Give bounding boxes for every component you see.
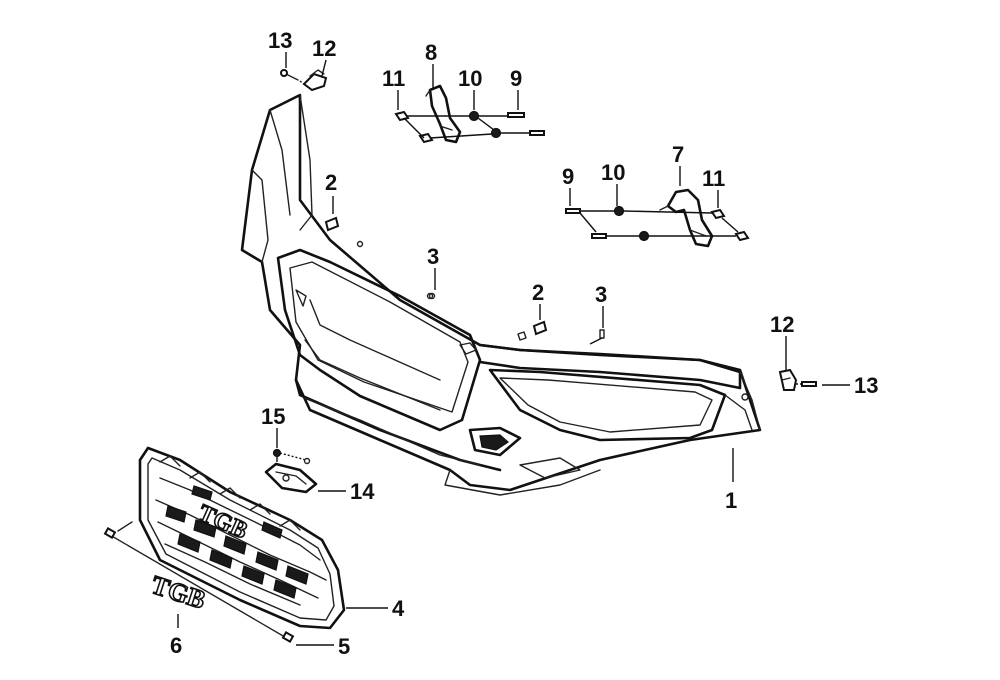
bracket-part-7 <box>659 188 714 248</box>
screw-part-15 <box>272 448 311 465</box>
callout-3-upper: 3 <box>427 244 439 269</box>
screw-part-3-mid <box>517 331 527 341</box>
callout-11-left: 11 <box>382 66 405 91</box>
bracket-part-14 <box>264 462 318 494</box>
grille-mesh <box>165 485 309 599</box>
screw-part-3-upper <box>428 292 436 300</box>
screw-part-3-lower <box>589 329 605 345</box>
callout-2-upper: 2 <box>325 170 337 195</box>
emblem-part-6: TGB <box>148 570 209 615</box>
callout-14: 14 <box>350 479 375 504</box>
bracket-7-assembly-lines <box>579 210 739 237</box>
callout-11-right: 11 <box>702 166 725 191</box>
bracket-8-assembly-lines <box>403 115 530 139</box>
callout-12-right: 12 <box>770 312 794 337</box>
callout-10-right: 10 <box>601 160 625 185</box>
pin-part-5 <box>103 521 295 643</box>
bolt-part-13-left <box>280 69 305 85</box>
callout-5: 5 <box>338 634 350 659</box>
washer-part-11-right <box>710 208 750 242</box>
bolt-part-13-right <box>796 381 817 387</box>
bracket-part-8 <box>425 84 462 144</box>
callout-13-left: 13 <box>268 28 292 53</box>
callout-1: 1 <box>725 488 737 513</box>
bolt-part-9-right <box>565 208 607 239</box>
callout-6: 6 <box>170 633 182 658</box>
bracket-part-12-right <box>778 368 798 391</box>
callout-9-right: 9 <box>562 164 574 189</box>
bolt-part-9-left <box>507 112 545 136</box>
callout-15: 15 <box>261 404 285 429</box>
clip-part-2-lower <box>532 320 548 336</box>
bracket-part-12-left <box>302 69 328 92</box>
leader-lines <box>177 52 850 646</box>
callout-12-left: 12 <box>312 36 336 61</box>
callout-7: 7 <box>672 142 684 167</box>
callout-8: 8 <box>425 40 437 65</box>
callout-4: 4 <box>392 596 405 621</box>
callout-3-lower: 3 <box>595 282 607 307</box>
front-bumper-part-1 <box>240 93 762 496</box>
callout-13-right: 13 <box>854 373 878 398</box>
callout-10-left: 10 <box>458 66 482 91</box>
clip-part-2-upper <box>324 216 340 232</box>
callout-2-lower: 2 <box>532 280 544 305</box>
washer-part-11-left <box>394 110 434 144</box>
callout-9-left: 9 <box>510 66 522 91</box>
callout-labels: 1 2 2 3 3 4 5 6 7 8 9 9 10 10 11 11 12 1… <box>170 28 878 659</box>
